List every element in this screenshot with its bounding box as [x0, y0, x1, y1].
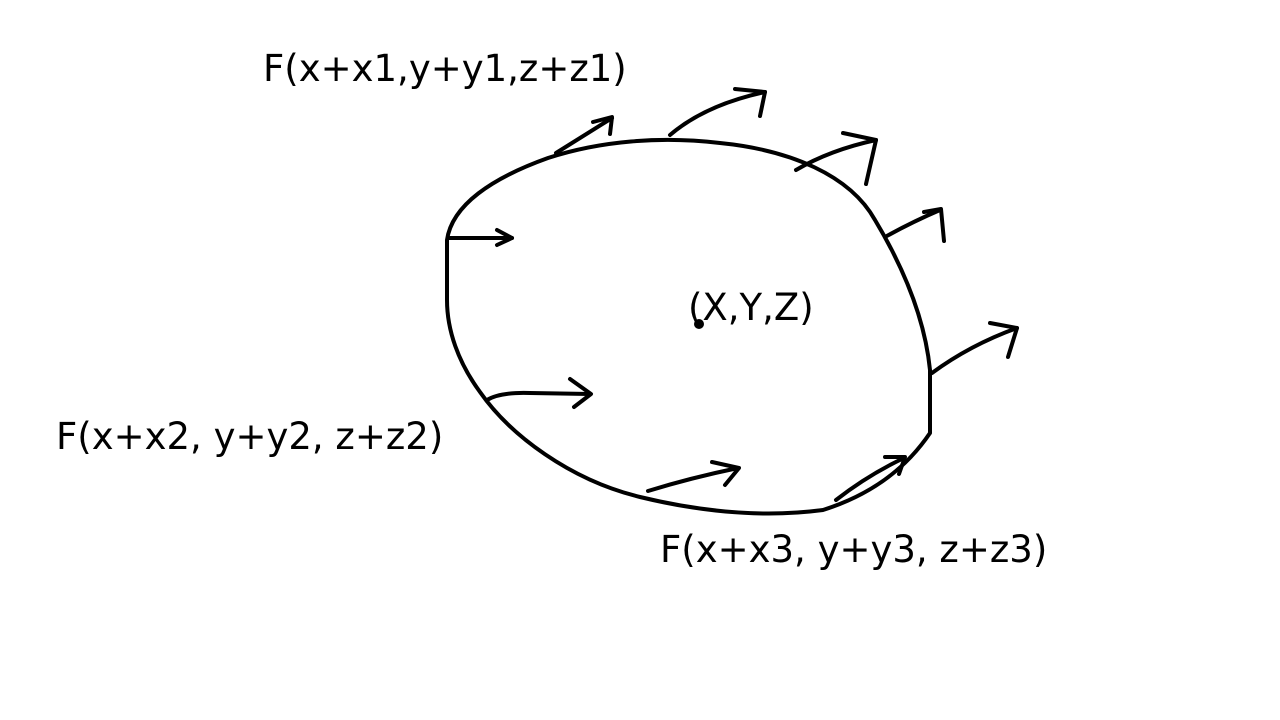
- field-arrow: [554, 115, 614, 155]
- label-field-point-2: F(x+x2, y+y2, z+z2): [56, 415, 444, 458]
- field-arrow: [668, 87, 767, 137]
- field-arrow: [646, 460, 741, 493]
- label-field-point-1: F(x+x1,y+y1,z+z1): [263, 47, 627, 90]
- field-arrow: [930, 321, 1019, 375]
- label-center-point: (X,Y,Z): [688, 286, 814, 329]
- field-arrow: [485, 377, 593, 409]
- field-arrow: [834, 455, 907, 502]
- field-arrow: [794, 131, 878, 186]
- center-point: [694, 319, 704, 329]
- closed-surface-outline: [445, 137, 932, 516]
- field-arrow: [883, 207, 946, 243]
- label-field-point-3: F(x+x3, y+y3, z+z3): [660, 528, 1048, 571]
- field-arrow: [447, 228, 514, 247]
